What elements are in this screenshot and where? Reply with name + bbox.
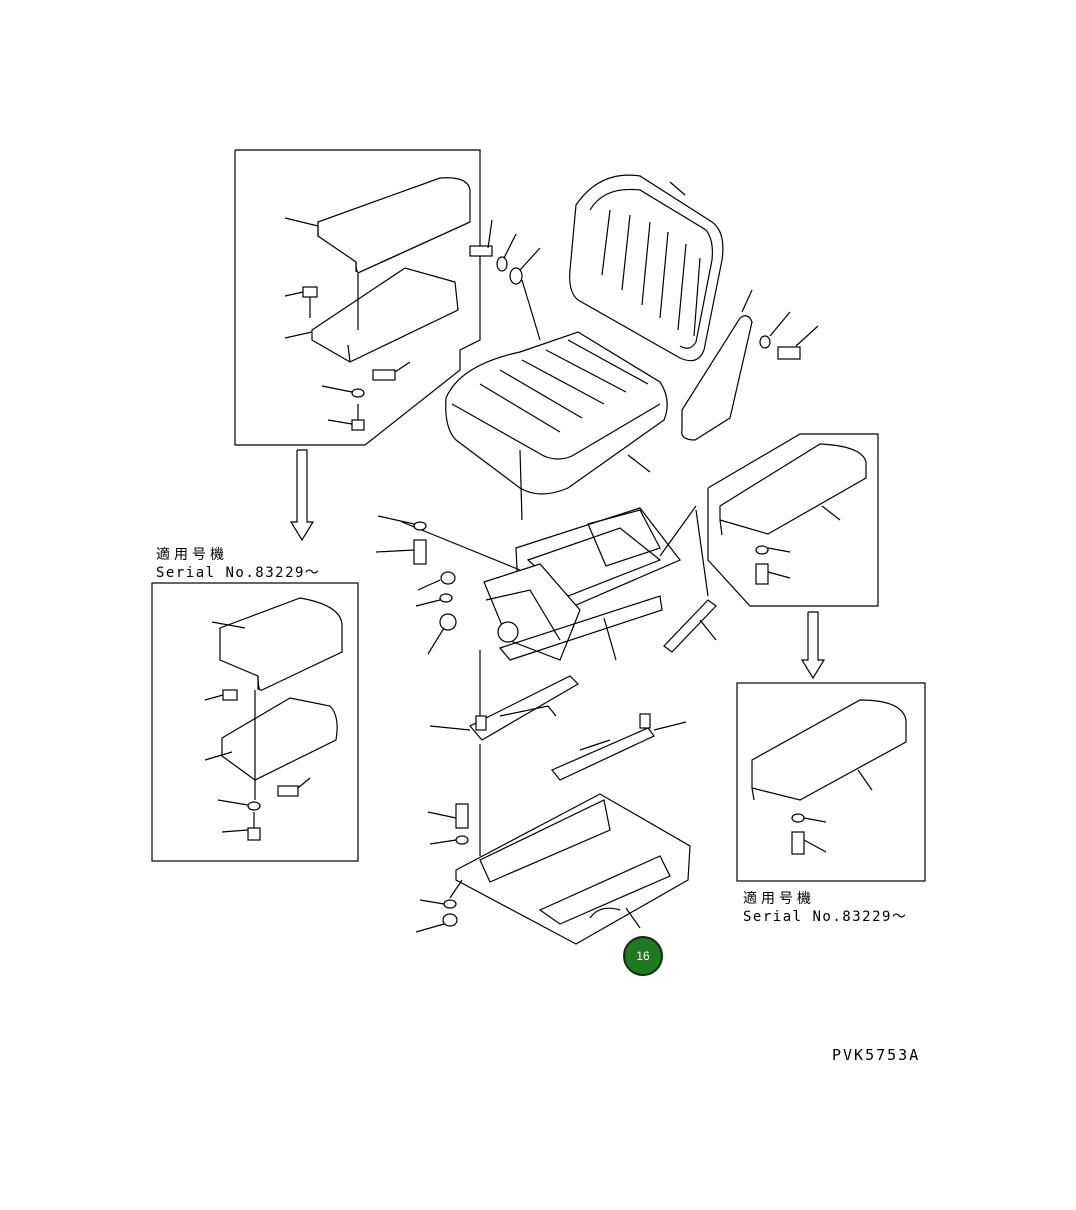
base-plate	[455, 793, 691, 945]
seat-suspension	[401, 505, 717, 661]
bolt-icon	[222, 689, 238, 701]
slide-rail-right	[551, 713, 687, 781]
fastener-stack-suspension	[375, 515, 456, 655]
armrest-detail-box-right-upper	[707, 433, 879, 607]
armrest-detail-box-top-left	[234, 149, 481, 446]
armrest-detail-box-right-lower	[736, 682, 926, 882]
washer-icon	[351, 388, 365, 398]
arrow-down-icon	[800, 611, 826, 680]
washer-icon	[755, 545, 769, 555]
bolt-icon	[475, 715, 487, 731]
bolt-icon	[247, 827, 261, 841]
nut-icon	[442, 913, 458, 927]
serial-number-label-left: Serial No.83229～	[156, 565, 321, 581]
drawing-code: PVK5753A	[832, 1046, 921, 1064]
fastener-stack-top	[469, 219, 541, 341]
washer-icon	[247, 801, 261, 811]
shock-absorber-icon	[663, 599, 717, 653]
bolt-icon	[639, 713, 651, 729]
applicable-model-label-left: 適用号機	[156, 547, 228, 563]
bolt-icon	[791, 831, 805, 855]
bolt-icon	[777, 346, 801, 360]
bolt-icon	[351, 404, 365, 431]
slide-rail-left	[429, 650, 579, 856]
applicable-model-label-right: 適用号機	[743, 891, 815, 907]
bolt-icon	[372, 369, 396, 381]
bolt-icon	[755, 563, 769, 585]
seat-cushion	[445, 331, 668, 521]
washer-icon	[439, 593, 453, 603]
washer-icon	[455, 835, 469, 845]
washer-icon	[759, 335, 771, 349]
knob-icon	[439, 613, 457, 631]
washer-icon	[496, 256, 508, 272]
part-callout-badge[interactable]: 16	[623, 936, 663, 976]
bolt-icon	[277, 785, 299, 797]
adjuster-knob-icon	[497, 621, 519, 643]
nut-icon	[440, 571, 456, 585]
washer-icon	[413, 521, 427, 531]
nut-icon	[509, 267, 523, 285]
serial-number-label-right: Serial No.83229～	[743, 909, 908, 925]
armrest-detail-box-left	[151, 582, 359, 862]
washer-icon	[791, 813, 805, 823]
washer-icon	[443, 899, 457, 909]
seat-back	[569, 174, 753, 441]
fastener-stack-right	[741, 289, 819, 360]
bolt-icon	[413, 539, 427, 565]
fastener-stack-base	[415, 803, 469, 933]
bolt-icon	[455, 803, 469, 829]
bolt-icon	[469, 245, 493, 257]
arrow-down-icon	[289, 449, 315, 542]
bolt-icon	[302, 286, 318, 318]
